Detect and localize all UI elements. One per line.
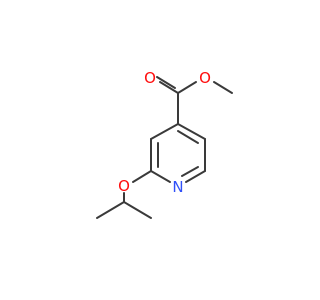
oxygen-ether-label: O xyxy=(118,177,130,195)
nitrogen-ring-label: N xyxy=(172,178,183,196)
bond-c4-c3 xyxy=(150,123,179,140)
bond-carbonyl-oester xyxy=(177,81,197,94)
bond-carbonyl-o-double-b xyxy=(156,76,176,89)
oxygen-ester-label: O xyxy=(199,69,211,87)
atom-label-layer: O O O N xyxy=(118,69,211,196)
bond-oester-methyl xyxy=(213,81,233,94)
bond-c5-c4 xyxy=(177,123,206,140)
bond-n-c6 xyxy=(185,170,206,183)
structure-diagram: O O O N xyxy=(96,69,233,219)
bond-layer xyxy=(96,76,233,219)
bond-ch-methyl-left xyxy=(96,201,125,219)
bond-c2-oether xyxy=(132,170,152,183)
bond-carbonyl-o-double-a xyxy=(159,81,179,94)
bond-n-c6-inner xyxy=(181,166,199,177)
oxygen-carbonyl-label: O xyxy=(144,69,156,87)
bond-ch-methyl-right xyxy=(123,201,152,219)
bond-c5-c4-inner xyxy=(177,130,199,144)
bond-c2-n xyxy=(150,170,171,183)
